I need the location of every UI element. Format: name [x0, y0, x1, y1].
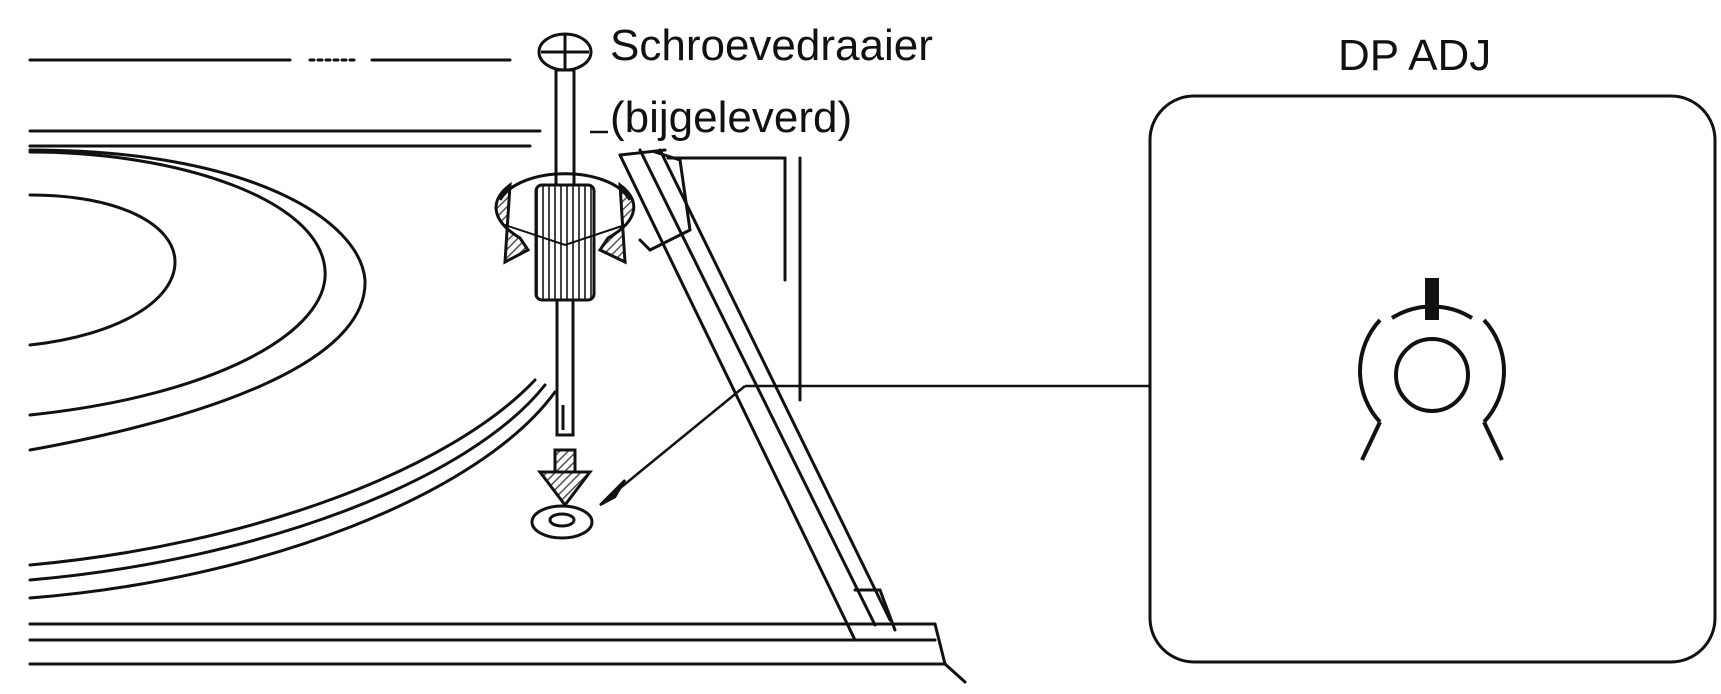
- rotate-arrows-icon: [494, 172, 636, 265]
- screwdriver-label: Schroevedraaier: [610, 21, 933, 70]
- adjust-hole-icon: [530, 504, 594, 540]
- adjust-dial-icon: [1357, 278, 1507, 461]
- leader-lines: [590, 130, 1150, 507]
- dp-adj-title: DP ADJ: [1338, 31, 1492, 80]
- dp-adj-panel: [1148, 94, 1717, 664]
- device-body: [28, 58, 967, 684]
- supplied-note-label: (bijgeleverd): [610, 93, 853, 142]
- screwdriver-icon: [534, 32, 596, 437]
- down-arrow-icon: [536, 448, 594, 508]
